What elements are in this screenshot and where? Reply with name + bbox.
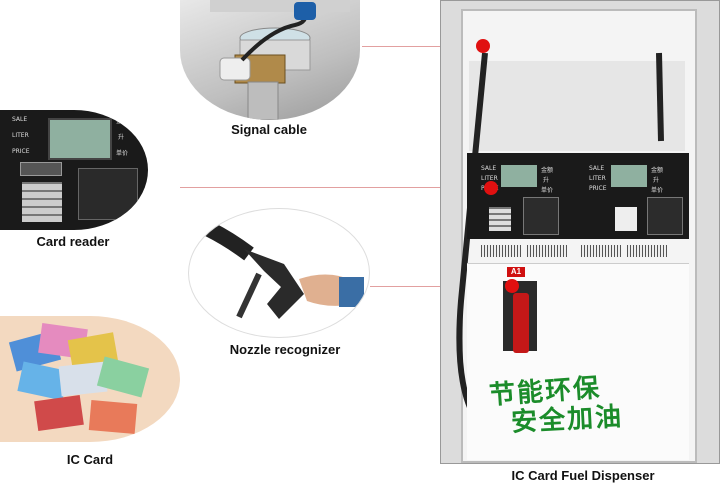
card-slot[interactable] [20,162,62,176]
grille-3 [581,245,621,257]
card-reader-label: Card reader [36,234,110,249]
slogan-bottom: 安全加油 [510,402,624,438]
disp-price-right: PRICE [589,185,607,192]
disp-liter-cn-right: 升 [653,177,660,184]
display-keypad-right[interactable] [615,207,637,231]
card-reader-photo: SALE LITER PRICE 金额 升 单价 [0,110,148,230]
reader-price-label: PRICE [12,148,30,155]
dispenser-photo: SALE LITER PRICE 金额 升 单价 SALE LITER PRIC… [440,0,720,464]
reader-price-cn: 单价 [116,150,129,157]
card-reader-connector [180,187,484,188]
display-keypad-left[interactable] [489,207,511,231]
ic-card-illustration [8,322,150,434]
grille-4 [627,245,667,257]
reader-liter-cn: 升 [118,134,125,141]
reader-keypad[interactable] [22,182,62,222]
ic-card-photo [0,316,180,442]
disp-sale-left: SALE [481,165,497,172]
signal-cable-marker [476,39,490,53]
nozzle-tag: A1 [507,267,525,277]
disp-sale-cn-left: 金额 [541,167,554,174]
disp-sale-right: SALE [589,165,605,172]
dispenser-label: IC Card Fuel Dispenser [511,468,655,483]
disp-liter-left: LITER [481,175,498,182]
display-box-left [523,197,559,235]
grille-1 [481,245,521,257]
signal-cable-illustration [210,0,350,120]
disp-price-cn-left: 单价 [541,187,554,194]
signal-cable-label: Signal cable [231,122,307,137]
reader-sale-label: SALE [12,116,28,123]
disp-price-cn-right: 单价 [651,187,664,194]
reader-side-panel [78,168,138,220]
display-box-right [647,197,683,235]
card-reader-marker [484,181,498,195]
disp-liter-cn-left: 升 [543,177,550,184]
dispenser-nozzle[interactable] [513,293,529,353]
grille-2 [527,245,567,257]
display-lcd-right [611,165,647,187]
nozzle-tag-text: A1 [510,267,522,276]
reader-liter-label: LITER [12,132,29,139]
signal-cable-connector [362,46,482,47]
display-lcd-left [501,165,537,187]
reader-sale-cn: 金额 [116,118,129,125]
dispenser-canopy-shadow [469,61,685,151]
reader-lcd [48,118,112,160]
nozzle-marker [505,279,519,293]
nozzle-illustration [205,221,364,319]
ic-card-label: IC Card [66,452,114,467]
nozzle-photo [188,208,370,338]
disp-sale-cn-right: 金额 [651,167,664,174]
nozzle-recognizer-label: Nozzle recognizer [229,342,341,357]
disp-liter-right: LITER [589,175,606,182]
signal-cable-photo [180,0,360,120]
